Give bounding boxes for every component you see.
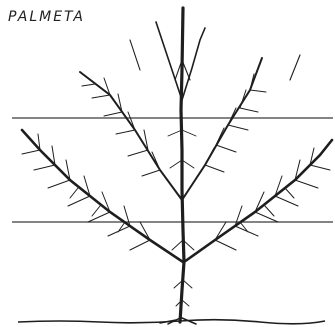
leader-right: [182, 28, 205, 100]
leader-left: [156, 22, 182, 100]
lower-left-arm: [22, 130, 183, 262]
lower-right-arm: [184, 140, 332, 262]
upper-right-laterals: [205, 74, 266, 172]
tree: [22, 8, 332, 324]
leader-top-twigs: [130, 40, 300, 80]
upper-right-arm: [182, 58, 262, 200]
trunk: [180, 8, 184, 322]
upper-left-laterals: [82, 78, 160, 176]
upper-left-arm: [80, 72, 182, 200]
